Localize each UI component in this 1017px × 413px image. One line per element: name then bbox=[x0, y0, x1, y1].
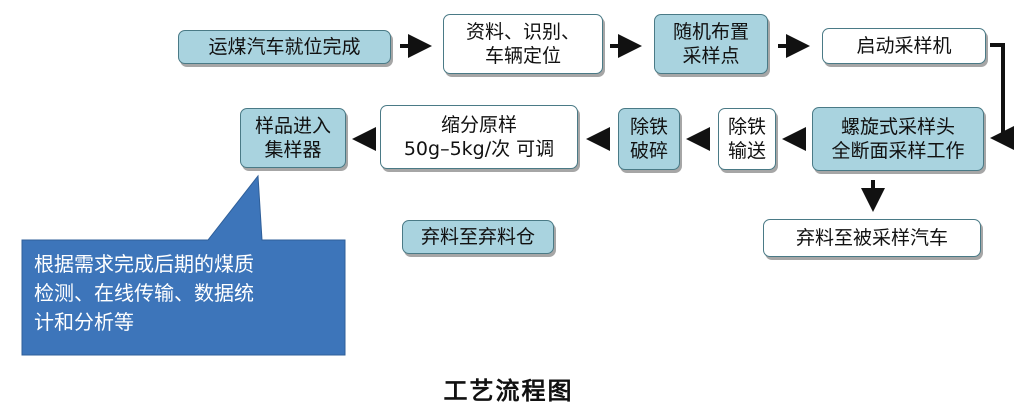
arrow-4 bbox=[990, 43, 1014, 150]
callout-shape bbox=[21, 174, 346, 356]
node-random-points: 随机布置 采样点 bbox=[654, 14, 768, 74]
node-waste-to-bin: 弃料至弃料仓 bbox=[402, 220, 554, 254]
node-truck-in-place: 运煤汽车就位完成 bbox=[178, 30, 391, 64]
node-iron-remove-convey: 除铁 输送 bbox=[718, 108, 776, 170]
node-waste-to-truck: 弃料至被采样汽车 bbox=[763, 219, 981, 257]
callout-note: 根据需求完成后期的煤质 检测、在线传输、数据统 计和分析等 bbox=[34, 252, 254, 334]
node-iron-remove-crush: 除铁 破碎 bbox=[618, 108, 680, 170]
node-sample-collect: 样品进入 集样器 bbox=[240, 108, 346, 168]
node-reduce-sample: 缩分原样 50g–5kg/次 可调 bbox=[380, 105, 578, 169]
diagram-caption: 工艺流程图 bbox=[443, 377, 574, 405]
node-data-identify: 资料、识别、 车辆定位 bbox=[443, 14, 603, 74]
node-spiral-head: 螺旋式采样头 全断面采样工作 bbox=[812, 107, 984, 171]
node-start-sampler: 启动采样机 bbox=[822, 28, 986, 64]
